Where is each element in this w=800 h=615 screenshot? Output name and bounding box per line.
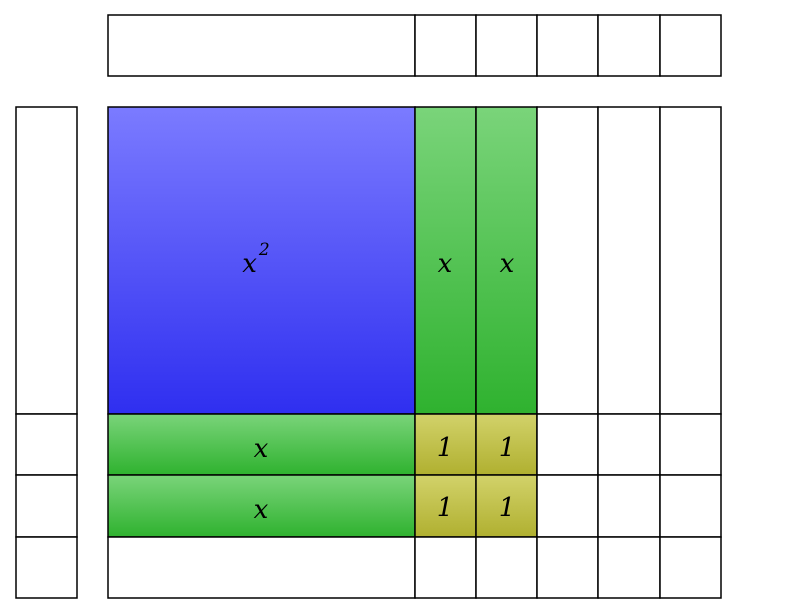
one-tile-label: 1 xyxy=(437,433,454,463)
x-tile-label: x xyxy=(438,249,453,279)
top-factor-one-slot xyxy=(414,14,477,77)
empty-cell xyxy=(597,536,661,599)
empty-cell xyxy=(597,413,661,476)
top-factor-one-slot xyxy=(536,14,599,77)
left-factor-x-slot xyxy=(15,106,78,415)
x-tile-vertical xyxy=(475,106,538,415)
top-factor-x-slot xyxy=(107,14,416,77)
empty-cell xyxy=(597,474,661,538)
empty-cell xyxy=(536,536,599,599)
empty-cell xyxy=(659,106,722,415)
x-tile-horizontal xyxy=(107,413,416,476)
one-tile-label: 1 xyxy=(499,493,516,523)
top-factor-one-slot xyxy=(659,14,722,77)
left-factor-one-slot xyxy=(15,536,78,599)
top-factor-one-slot xyxy=(475,14,538,77)
x-tile-label: x xyxy=(254,495,269,525)
empty-cell xyxy=(107,536,416,599)
empty-cell xyxy=(659,413,722,476)
top-factor-row xyxy=(107,14,722,77)
empty-cell xyxy=(536,474,599,538)
x-tile-label: x xyxy=(254,434,269,464)
top-factor-one-slot xyxy=(597,14,661,77)
left-factor-one-slot xyxy=(15,474,78,538)
one-tile-label: 1 xyxy=(437,493,454,523)
x-tile-horizontal xyxy=(107,474,416,538)
left-factor-one-slot xyxy=(15,413,78,476)
empty-cell xyxy=(475,536,538,599)
left-factor-column xyxy=(15,106,78,599)
one-tile xyxy=(475,413,538,476)
empty-cell xyxy=(659,536,722,599)
empty-cell xyxy=(536,413,599,476)
empty-cell xyxy=(414,536,477,599)
empty-cell xyxy=(536,106,599,415)
one-tile-label: 1 xyxy=(499,433,516,463)
x-tile-vertical xyxy=(414,106,477,415)
empty-cell xyxy=(659,474,722,538)
x-squared-tile xyxy=(107,106,416,415)
empty-cell xyxy=(597,106,661,415)
one-tile xyxy=(414,474,477,538)
x-tile-label: x xyxy=(500,249,515,279)
